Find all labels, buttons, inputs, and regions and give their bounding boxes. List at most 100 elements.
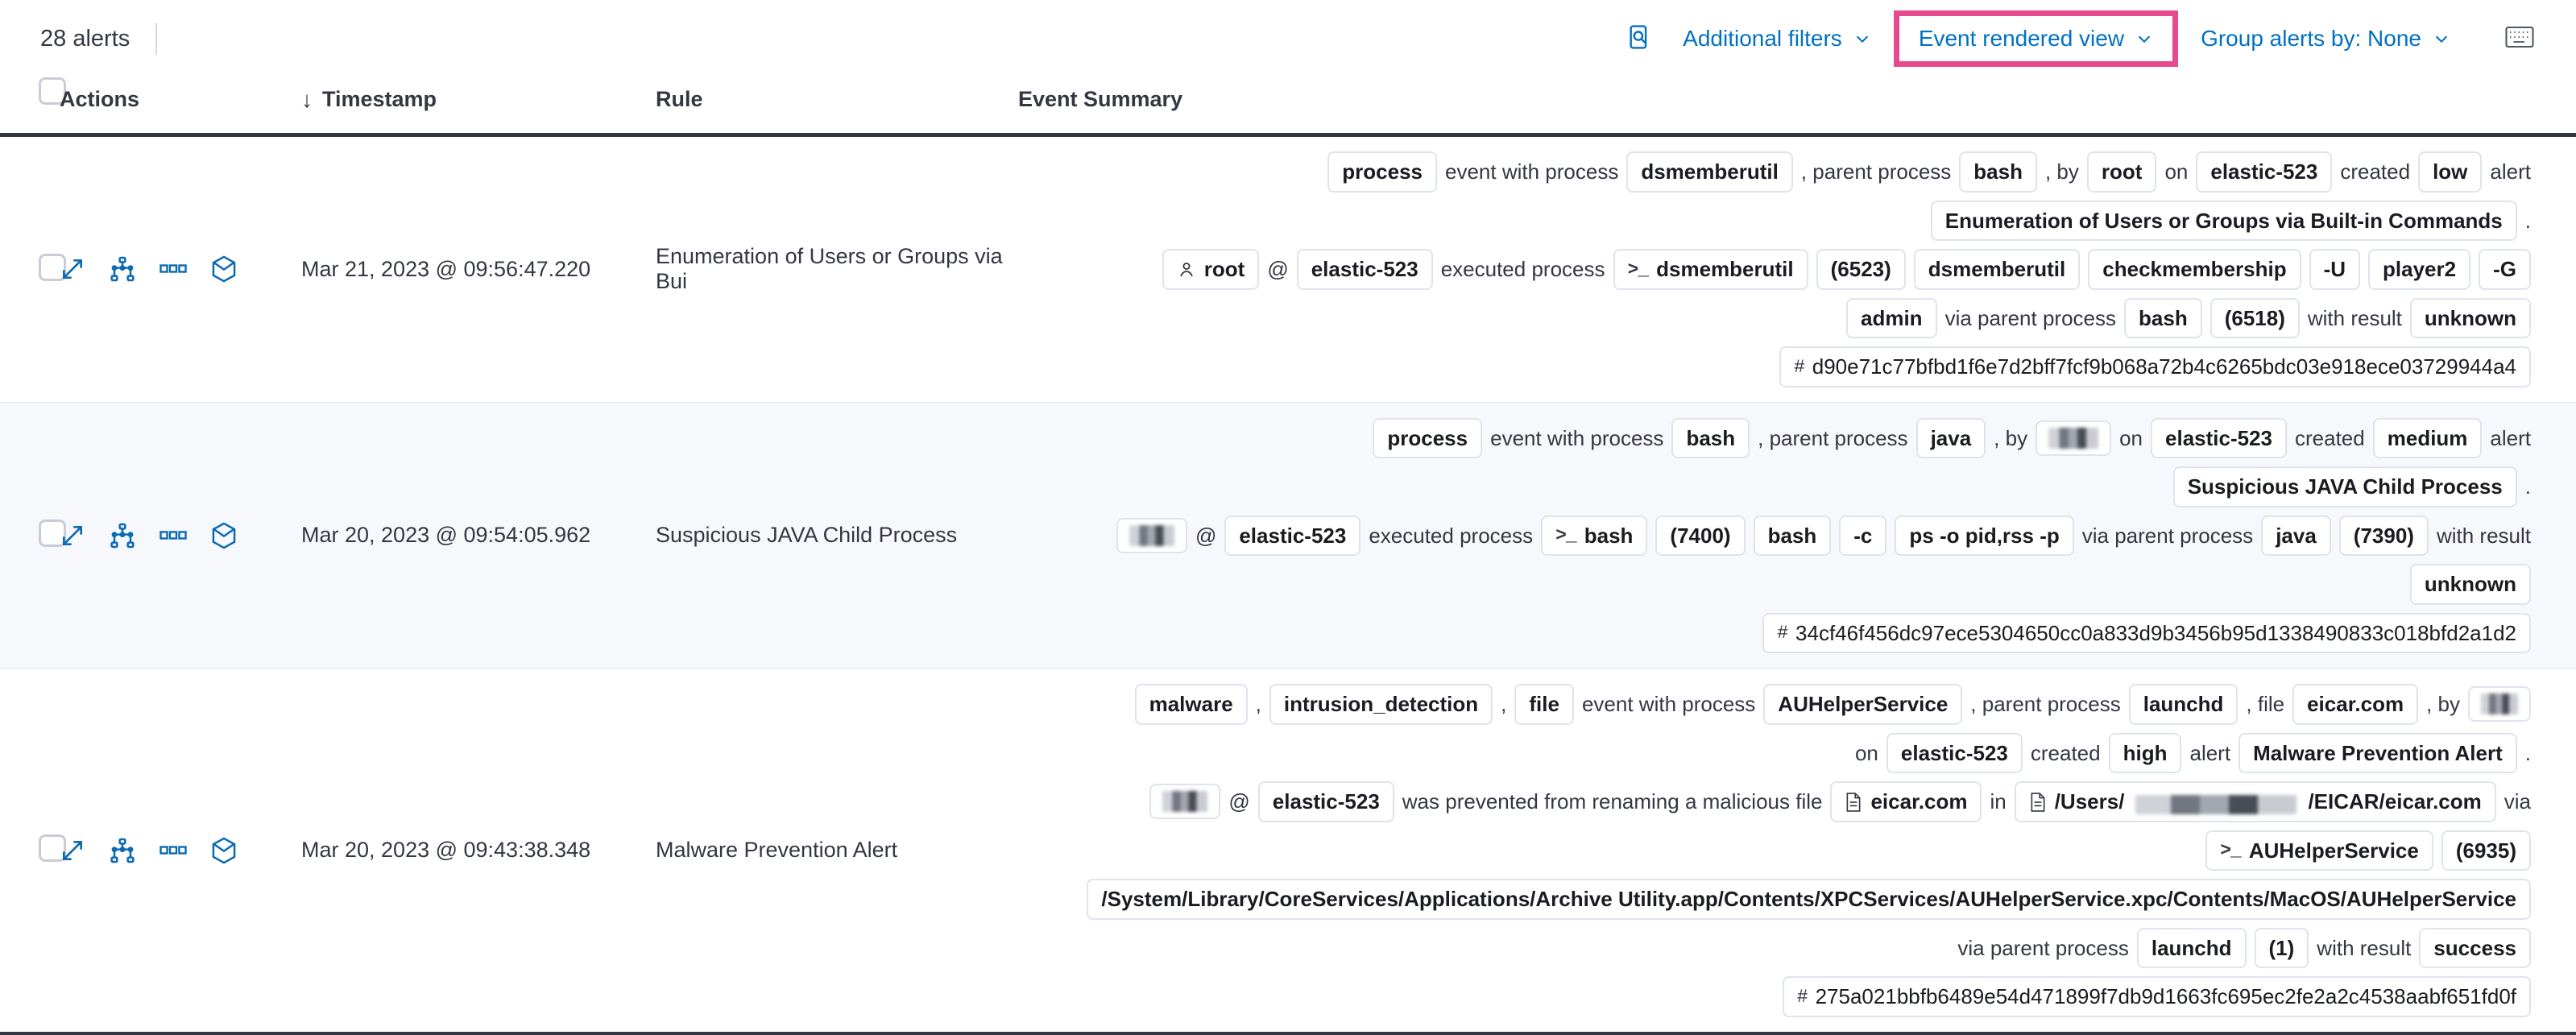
select-all-checkbox[interactable] <box>39 77 66 105</box>
summary-chip[interactable]: elastic-523 <box>1296 249 1433 290</box>
summary-chip[interactable]: low <box>2418 151 2483 193</box>
session-view-icon[interactable] <box>211 837 237 864</box>
analyze-in-timeline-icon[interactable] <box>110 523 135 549</box>
summary-chip[interactable]: medium <box>2372 417 2483 458</box>
summary-chip[interactable]: dsmemberutil <box>1626 151 1793 193</box>
summary-chip[interactable]: unknown <box>2409 297 2531 338</box>
summary-chip[interactable]: elastic-523 <box>2196 151 2333 193</box>
header-timestamp[interactable]: ↓Timestamp <box>301 77 656 135</box>
summary-chip[interactable]: (7390) <box>2338 515 2429 556</box>
summary-chip[interactable]: -c <box>1839 515 1887 556</box>
header-event-summary[interactable]: Event Summary <box>1018 87 1183 111</box>
event-summary-line: Enumeration of Users or Groups via Built… <box>1018 200 2531 241</box>
summary-chip[interactable]: checkmembership <box>2088 249 2301 290</box>
summary-chip[interactable]: root <box>2086 151 2157 193</box>
summary-chip-label: dsmemberutil <box>1656 257 1794 281</box>
summary-chip[interactable]: (7400) <box>1655 515 1746 556</box>
summary-chip[interactable]: unknown <box>2409 564 2531 605</box>
group-alerts-by-button[interactable]: Group alerts by: None <box>2183 18 2468 60</box>
summary-chip[interactable]: elastic-523 <box>1257 781 1394 822</box>
summary-chip[interactable]: java <box>2261 515 2331 556</box>
summary-chip[interactable]: bash <box>1753 515 1832 556</box>
summary-chip[interactable]: launchd <box>2128 684 2238 725</box>
inspect-button[interactable] <box>1615 17 1665 61</box>
analyze-in-timeline-icon[interactable] <box>110 838 135 863</box>
summary-chip[interactable]: (6523) <box>1816 249 1906 290</box>
summary-chip[interactable]: bash <box>1959 151 2037 193</box>
summary-chip[interactable]: /System/Library/CoreServices/Application… <box>1087 879 2531 920</box>
header-rule[interactable]: Rule <box>656 87 703 111</box>
summary-chip[interactable]: bash <box>2124 297 2202 338</box>
summary-text: executed process <box>1369 523 1534 548</box>
summary-chip-hash[interactable]: #34cf46f456dc97ece5304650cc0a833d9b3456b… <box>1762 612 2531 653</box>
summary-chip-redacted-user[interactable] <box>1116 517 1187 553</box>
summary-chip[interactable]: >_AUHelperService <box>2205 830 2433 871</box>
summary-chip-label: admin <box>1860 305 1923 330</box>
summary-chip[interactable]: file <box>1514 684 1574 725</box>
summary-chip[interactable]: high <box>2108 732 2182 773</box>
summary-chip[interactable]: Suspicious JAVA Child Process <box>2172 466 2517 507</box>
summary-chip[interactable]: -G <box>2479 249 2531 290</box>
session-view-icon[interactable] <box>211 522 237 549</box>
more-actions-icon[interactable] <box>159 528 187 543</box>
summary-chip-hash[interactable]: #d90e71c77bfbd1f6e7d2bff7fcf9b068a72b4c6… <box>1779 346 2531 387</box>
summary-chip-label: Suspicious JAVA Child Process <box>2187 474 2503 499</box>
file-path-suffix: /EICAR/eicar.com <box>2308 789 2482 814</box>
summary-chip[interactable]: root <box>1162 249 1260 290</box>
row-select-checkbox[interactable] <box>39 834 66 863</box>
row-select-checkbox[interactable] <box>39 253 66 281</box>
summary-chip[interactable]: Enumeration of Users or Groups via Built… <box>1930 200 2517 241</box>
summary-text: alert <box>2490 159 2531 184</box>
summary-chip[interactable]: malware <box>1134 684 1248 725</box>
expand-icon[interactable] <box>60 838 85 863</box>
summary-chip[interactable]: bash <box>1671 417 1750 458</box>
summary-chip[interactable]: (6935) <box>2441 830 2531 871</box>
row-action-icons <box>60 522 301 549</box>
summary-chip[interactable]: (6518) <box>2209 297 2300 338</box>
summary-chip[interactable]: elastic-523 <box>2151 417 2287 458</box>
summary-chip[interactable]: java <box>1915 417 1986 458</box>
summary-chip[interactable]: (1) <box>2254 927 2309 968</box>
summary-chip-redacted-user[interactable] <box>2468 686 2531 722</box>
summary-chip[interactable]: process <box>1327 151 1438 193</box>
summary-chip[interactable]: process <box>1373 417 1483 458</box>
summary-chip[interactable]: eicar.com <box>2292 684 2419 725</box>
summary-text: @ <box>1267 257 1289 281</box>
summary-chip-file-path[interactable]: /Users//EICAR/eicar.com <box>2014 781 2496 822</box>
more-actions-icon[interactable] <box>159 262 187 276</box>
row-select-checkbox[interactable] <box>39 520 66 548</box>
summary-chip[interactable]: intrusion_detection <box>1269 684 1493 725</box>
event-rendered-view-button[interactable]: Event rendered view <box>1906 24 2166 53</box>
summary-chip[interactable]: admin <box>1845 297 1937 338</box>
session-view-icon[interactable] <box>211 255 237 283</box>
summary-chip-label: -U <box>2323 257 2346 281</box>
summary-chip[interactable]: success <box>2419 927 2531 968</box>
analyze-in-timeline-icon[interactable] <box>110 256 135 282</box>
additional-filters-button[interactable]: Additional filters <box>1665 18 1889 60</box>
summary-chip[interactable]: elastic-523 <box>1886 732 2023 773</box>
summary-chip[interactable]: ps -o pid,rss -p <box>1895 515 2074 556</box>
summary-chip-redacted-user[interactable] <box>1149 784 1221 820</box>
summary-chip[interactable]: >_bash <box>1541 515 1648 556</box>
summary-chip[interactable]: player2 <box>2368 249 2471 290</box>
summary-chip-hash[interactable]: #275a021bbfb6489e54d471899f7db9d1663fc69… <box>1782 976 2531 1017</box>
summary-chip-redacted-user[interactable] <box>2036 420 2112 456</box>
summary-chip[interactable]: elastic-523 <box>1224 515 1361 556</box>
summary-chip[interactable]: Malware Prevention Alert <box>2238 732 2517 773</box>
summary-chip[interactable]: eicar.com <box>1830 781 1982 822</box>
summary-chip[interactable]: launchd <box>2136 927 2247 968</box>
expand-icon[interactable] <box>60 523 85 549</box>
more-actions-icon[interactable] <box>159 843 187 858</box>
expand-icon[interactable] <box>60 256 85 282</box>
summary-chip[interactable]: AUHelperService <box>1763 684 1963 725</box>
summary-chip[interactable]: -U <box>2309 249 2361 290</box>
row-rule-name: Suspicious JAVA Child Process <box>656 523 958 548</box>
keyboard-shortcuts-button[interactable] <box>2502 21 2537 56</box>
summary-chip[interactable]: >_dsmemberutil <box>1613 249 1808 290</box>
summary-chip[interactable]: dsmemberutil <box>1913 249 2081 290</box>
